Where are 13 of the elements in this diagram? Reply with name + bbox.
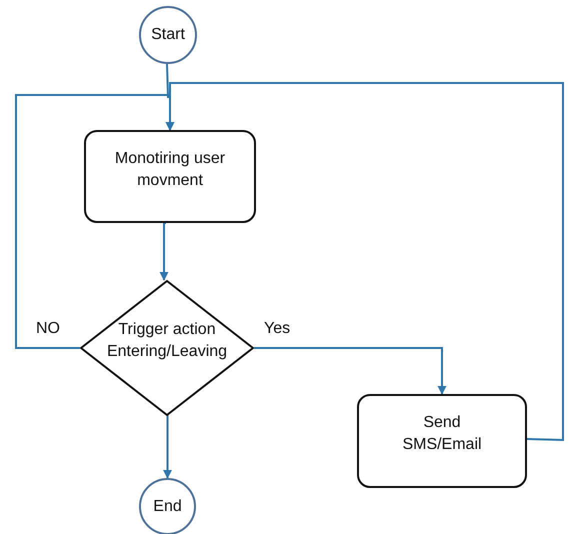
arrow xyxy=(166,82,564,442)
process-box xyxy=(357,394,527,488)
node-text: Start xyxy=(151,25,185,45)
node-text: Monotiring user movment xyxy=(114,148,226,190)
decision-diamond xyxy=(80,280,254,416)
start-circle xyxy=(139,6,197,64)
arrow xyxy=(254,347,446,395)
arrow xyxy=(163,415,172,479)
node-text: Trigger action Entering/Leaving xyxy=(106,320,228,362)
node-text: End xyxy=(153,496,182,516)
arrow xyxy=(160,222,168,281)
node-text: Send SMS/Email xyxy=(401,413,483,455)
process-box xyxy=(84,130,256,223)
